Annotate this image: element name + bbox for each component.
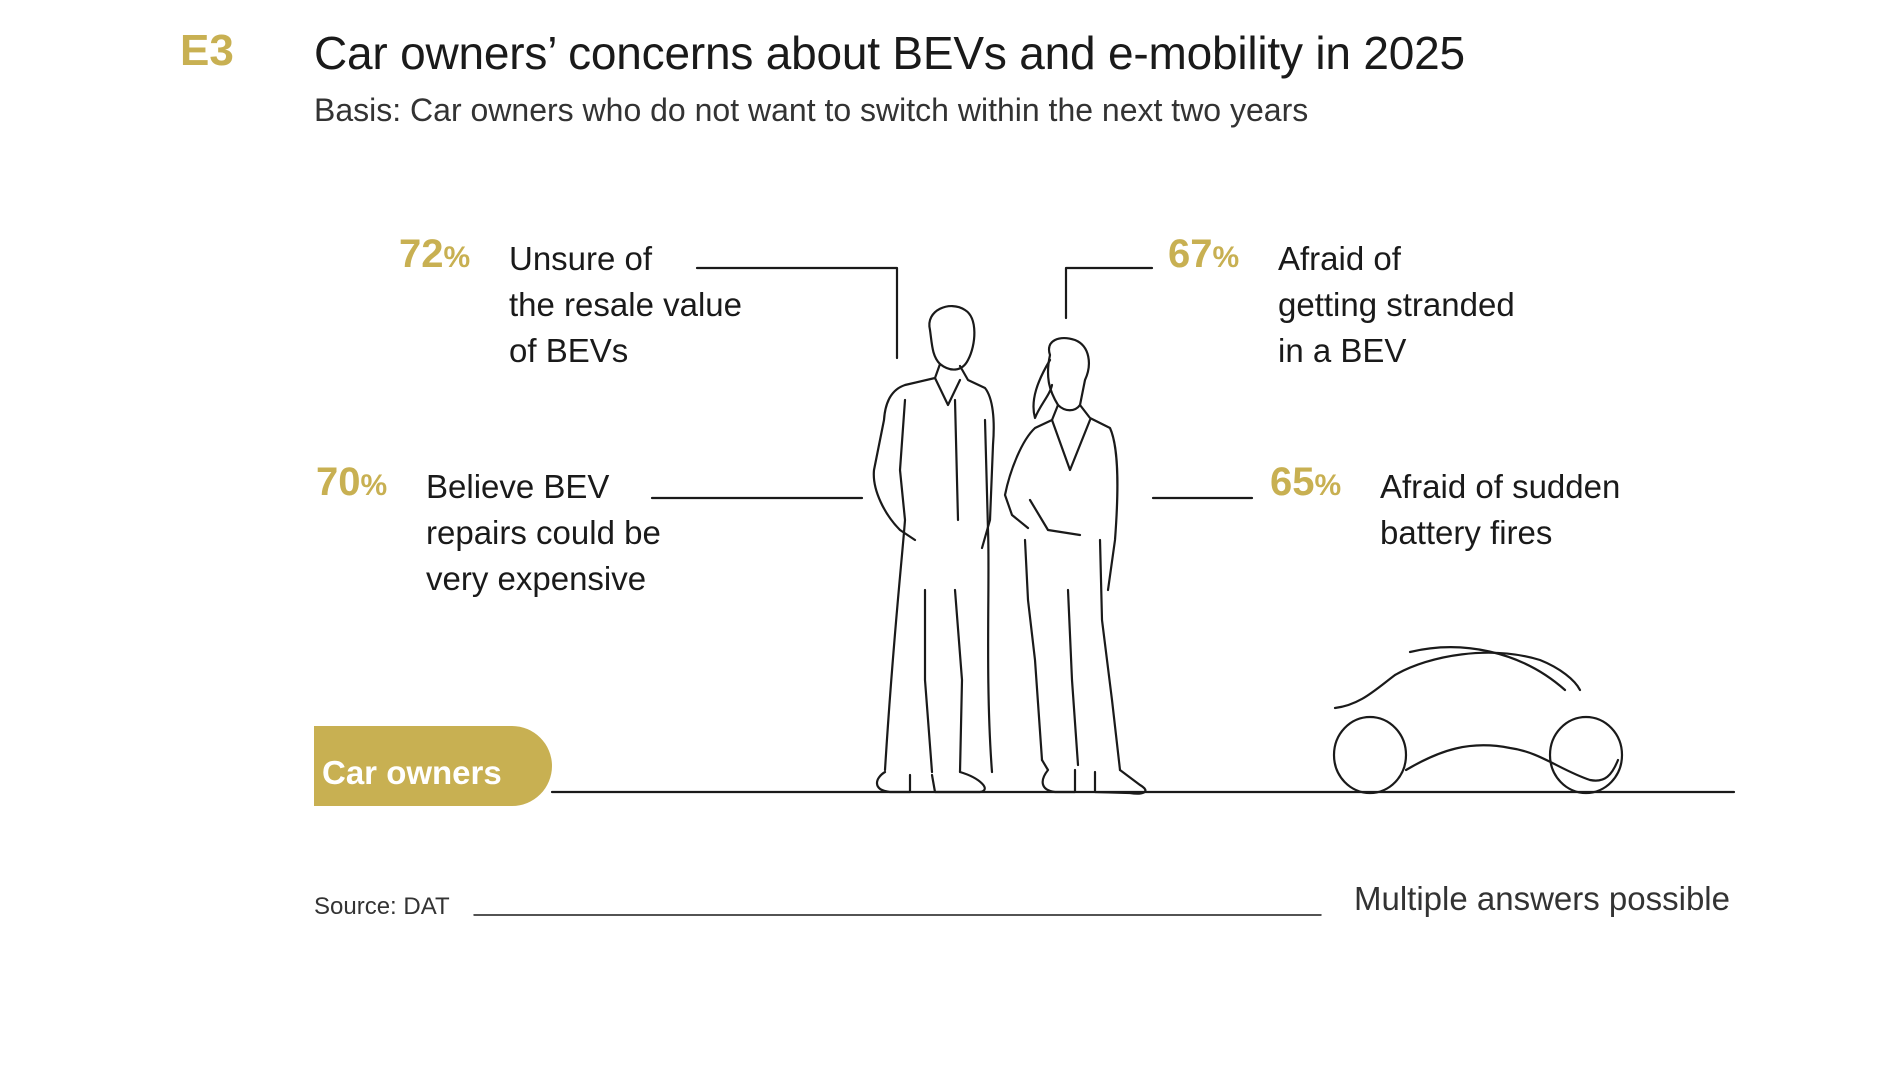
stat-value-3: 67% [1168, 232, 1239, 277]
stat-label-1: Unsure of the resale value of BEVs [509, 240, 742, 369]
stat-number-2: 70 [316, 460, 361, 504]
stat-unit-4: % [1314, 469, 1342, 502]
series-badge: Car owners [314, 726, 552, 806]
stat-label-2: Believe BEV repairs could be very expens… [426, 468, 661, 597]
multiple-answers-note: Multiple answers possible [1353, 880, 1730, 917]
stat-value-2: 70% [316, 460, 387, 505]
leader-line-3 [1064, 266, 1154, 320]
stat-value-4: 65% [1270, 460, 1341, 505]
stat-unit-1: % [443, 241, 471, 274]
series-badge-label: Car owners [322, 754, 502, 791]
stat-number-1: 72 [399, 232, 444, 276]
page-title: Car owners’ concerns about BEVs and e-mo… [314, 27, 1465, 79]
woman-silhouette-icon [1003, 337, 1147, 795]
stat-number-3: 67 [1168, 232, 1213, 276]
car-outline-icon [1332, 646, 1624, 795]
man-silhouette-icon [872, 305, 995, 794]
stat-unit-3: % [1212, 241, 1240, 274]
figure-code: E3 [180, 26, 234, 75]
source-note: Source: DAT [314, 893, 450, 920]
stat-unit-2: % [360, 469, 388, 502]
page-subtitle: Basis: Car owners who do not want to swi… [314, 92, 1309, 128]
stat-label-3: Afraid of getting stranded in a BEV [1278, 240, 1515, 369]
leader-line-1 [695, 266, 899, 360]
stat-number-4: 65 [1270, 460, 1315, 504]
stat-value-1: 72% [399, 232, 470, 277]
stat-label-4: Afraid of sudden battery fires [1380, 468, 1621, 551]
